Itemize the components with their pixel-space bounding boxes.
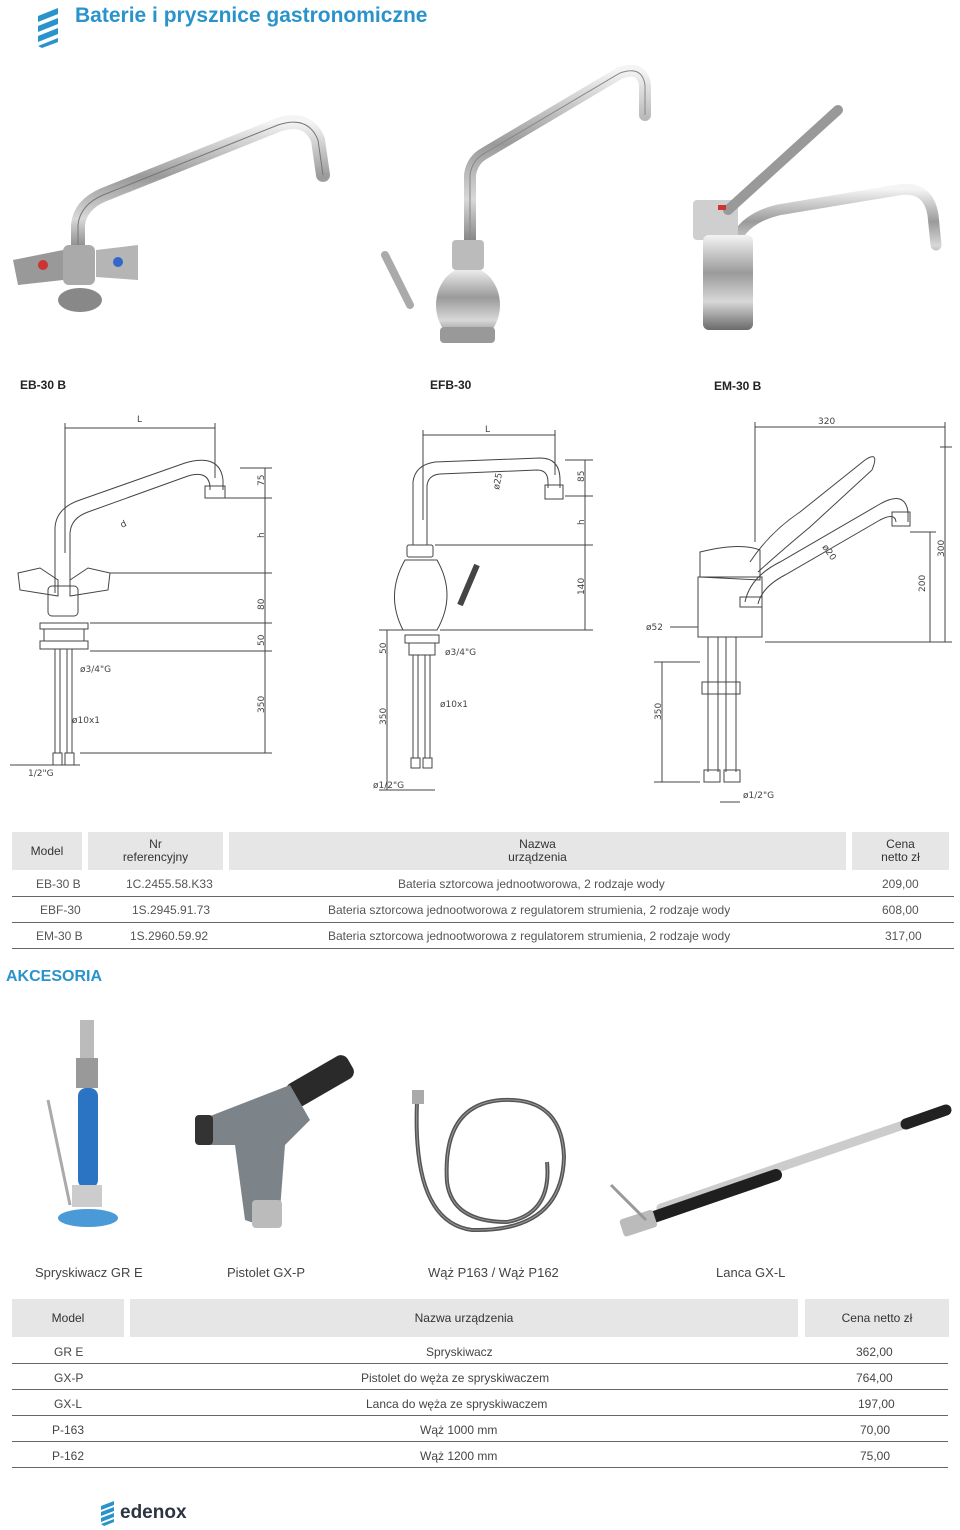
hose-p163-p162-photo	[412, 1090, 567, 1233]
table-row: EM-30 B 1S.2960.59.92 Bateria sztorcowa …	[12, 923, 954, 949]
drawing-efb30: L ø25 85 h 140 50 ø3/4"G 350 ø10x1 ø1/2"…	[373, 425, 593, 791]
cell-name: Lanca do węża ze spryskiwaczem	[366, 1397, 548, 1411]
svg-text:L: L	[137, 415, 142, 425]
lance-gxl-photo	[609, 1104, 952, 1237]
svg-text:d: d	[119, 519, 128, 530]
accessory-label-gre: Spryskiwacz GR E	[35, 1265, 143, 1280]
svg-text:ø10x1: ø10x1	[72, 716, 100, 726]
cell-price: 362,00	[856, 1345, 893, 1359]
cell-price: 764,00	[856, 1371, 893, 1385]
table1-header-ref-line1: Nr	[149, 837, 162, 851]
faucet-efb30-photo	[381, 65, 651, 343]
svg-text:h: h	[257, 532, 267, 538]
table2-header-model: Model	[12, 1299, 124, 1337]
svg-text:50: 50	[257, 634, 267, 646]
table1-header-name-line1: Nazwa	[519, 837, 556, 851]
cell-ref: 1S.2960.59.92	[130, 929, 209, 943]
svg-text:ø1/2"G: ø1/2"G	[373, 781, 404, 791]
cell-model: GR E	[54, 1345, 84, 1359]
table-row: GX-P Pistolet do węża ze spryskiwaczem 7…	[12, 1364, 948, 1390]
svg-text:350: 350	[379, 708, 389, 725]
cell-price: 70,00	[860, 1423, 891, 1437]
table-row: GX-L Lanca do węża ze spryskiwaczem 197,…	[12, 1390, 948, 1416]
drawing-eb30b: L d 75 h 80 50 350 ø3/4"G ø10x1 1/2"G	[10, 415, 272, 779]
faucet-em30b-photo	[693, 105, 942, 330]
svg-text:320: 320	[818, 417, 835, 427]
cell-model: EB-30 B	[36, 877, 81, 891]
svg-text:85: 85	[577, 471, 587, 482]
table1-header-price-line1: Cena	[886, 837, 915, 851]
table1-header-ref: Nr referencyjny	[88, 832, 223, 870]
svg-text:L: L	[485, 425, 490, 435]
cell-model: P-163	[52, 1423, 85, 1437]
svg-text:h: h	[577, 519, 587, 525]
svg-text:ø3/4"G: ø3/4"G	[445, 648, 476, 658]
brand-stripes-icon	[101, 1501, 114, 1526]
svg-text:ø25: ø25	[492, 472, 505, 490]
table-row: GR E Spryskiwacz 362,00	[12, 1338, 948, 1364]
table-row: EBF-30 1S.2945.91.73 Bateria sztorcowa j…	[12, 897, 954, 923]
product-label-em30b: EM-30 B	[714, 379, 762, 393]
cell-name: Wąż 1000 mm	[420, 1423, 498, 1437]
cell-name: Wąż 1200 mm	[420, 1449, 498, 1463]
cell-price: 608,00	[882, 903, 919, 917]
sprayer-gre-photo	[46, 1020, 118, 1227]
svg-text:ø52: ø52	[646, 623, 663, 633]
cell-name: Pistolet do węża ze spryskiwaczem	[361, 1371, 550, 1385]
accessory-label-gxl: Lanca GX-L	[716, 1265, 786, 1280]
svg-text:200: 200	[918, 575, 928, 592]
table-row: P-163 Wąż 1000 mm 70,00	[12, 1416, 948, 1442]
cell-model: GX-P	[54, 1371, 84, 1385]
svg-text:50: 50	[379, 642, 389, 654]
cell-model: EBF-30	[40, 903, 81, 917]
cell-model: P-162	[52, 1449, 85, 1463]
svg-text:1/2"G: 1/2"G	[28, 769, 54, 779]
svg-text:75: 75	[257, 475, 267, 486]
cell-name: Bateria sztorcowa jednootworowa z regula…	[328, 929, 731, 943]
table1-header-ref-line2: referencyjny	[122, 850, 189, 864]
table2-header-name: Nazwa urządzenia	[130, 1299, 798, 1337]
cell-model: GX-L	[54, 1397, 83, 1411]
product-label-efb30: EFB-30	[430, 378, 472, 392]
svg-text:80: 80	[257, 598, 267, 610]
cell-price: 197,00	[858, 1397, 895, 1411]
accessory-label-gxp: Pistolet GX-P	[227, 1265, 306, 1280]
cell-ref: 1S.2945.91.73	[132, 903, 211, 917]
section-title-accessories: AKCESORIA	[6, 968, 103, 985]
table-row: P-162 Wąż 1200 mm 75,00	[12, 1442, 948, 1468]
accessory-label-hose: Wąż P163 / Wąż P162	[428, 1265, 559, 1280]
cell-ref: 1C.2455.58.K33	[126, 877, 213, 891]
table1-header-name: Nazwa urządzenia	[229, 832, 846, 870]
table1-header-price-line2: netto zł	[881, 850, 920, 864]
cell-price: 317,00	[885, 929, 922, 943]
drawing-em30b: 320 300 200 ø20 ø52 350 ø1/2"G	[646, 417, 952, 803]
svg-text:140: 140	[577, 578, 587, 595]
table1-header-price: Cena netto zł	[852, 832, 949, 870]
svg-text:350: 350	[654, 703, 664, 720]
cell-model: EM-30 B	[36, 929, 83, 943]
page-title: Baterie i prysznice gastronomiczne	[75, 4, 428, 27]
svg-text:ø3/4"G: ø3/4"G	[80, 665, 111, 675]
svg-text:350: 350	[257, 696, 267, 713]
cell-name: Spryskiwacz	[426, 1345, 493, 1359]
spray-gun-gxp-photo	[195, 1055, 354, 1228]
edenox-logo: edenox	[100, 1500, 187, 1526]
svg-text:ø10x1: ø10x1	[440, 700, 468, 710]
product-label-eb30b: EB-30 B	[20, 378, 67, 392]
table2-header-price: Cena netto zł	[805, 1299, 949, 1337]
cell-name: Bateria sztorcowa jednootworowa z regula…	[328, 903, 731, 917]
faucet-eb30b-photo	[13, 115, 330, 312]
table1-header-name-line2: urządzenia	[508, 850, 567, 864]
cell-price: 209,00	[882, 877, 919, 891]
cell-price: 75,00	[860, 1449, 891, 1463]
svg-text:300: 300	[937, 540, 947, 557]
brand-stripes-icon	[36, 6, 62, 53]
cell-name: Bateria sztorcowa jednootworowa, 2 rodza…	[398, 877, 665, 891]
table1-header-model: Model	[12, 832, 82, 870]
svg-text:ø1/2"G: ø1/2"G	[743, 791, 774, 801]
footer-brand: edenox	[120, 1502, 187, 1523]
table-row: EB-30 B 1C.2455.58.K33 Bateria sztorcowa…	[12, 871, 954, 897]
